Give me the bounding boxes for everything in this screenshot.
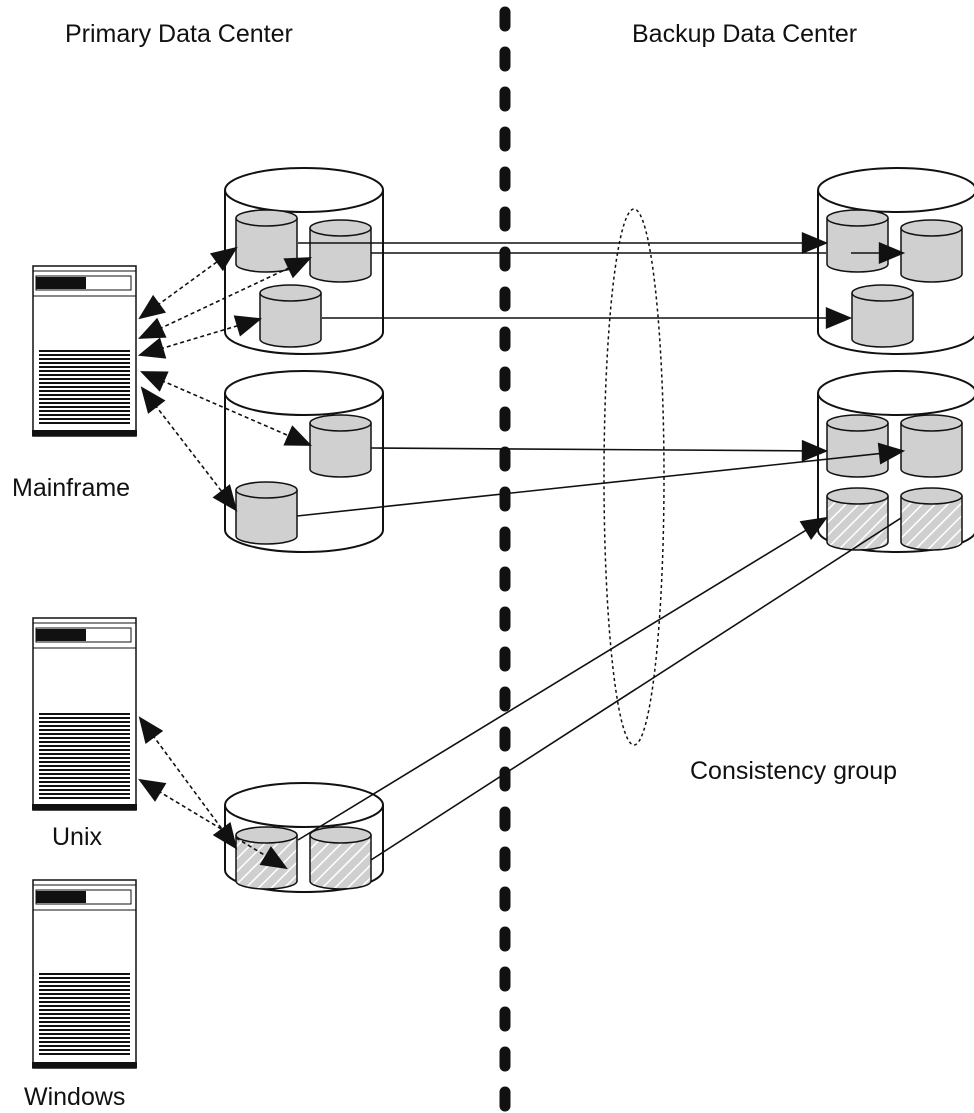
- windows-label: Windows: [24, 1083, 125, 1111]
- backup-volume-1: [826, 209, 889, 273]
- primary-volume-3: [259, 284, 322, 348]
- primary-volume-5: [235, 481, 298, 545]
- host-io-links: [137, 246, 313, 870]
- replication-links: [296, 232, 906, 861]
- backup-volume-2: [900, 219, 963, 283]
- unix-server-icon: [32, 617, 137, 811]
- mainframe-label: Mainframe: [12, 474, 130, 502]
- primary-volume-2: [309, 219, 372, 283]
- windows-server-icon: [32, 879, 137, 1069]
- backup-volume-5: [900, 414, 963, 478]
- backup-volume-3: [851, 284, 914, 348]
- backup-hatched-volume-1: [826, 487, 889, 551]
- primary-volume-1: [235, 209, 298, 273]
- unix-label: Unix: [52, 823, 103, 851]
- primary-hatched-volume-2: [309, 826, 372, 890]
- mainframe-server-icon: [32, 265, 137, 437]
- primary-hatched-volume-1: [235, 826, 298, 890]
- backup-hatched-volume-2: [900, 487, 963, 551]
- consistency-group-label: Consistency group: [690, 757, 897, 785]
- primary-data-center-label: Primary Data Center: [65, 20, 293, 48]
- backup-volume-4: [826, 414, 889, 478]
- primary-volume-4: [309, 414, 372, 478]
- backup-data-center-label: Backup Data Center: [632, 20, 857, 48]
